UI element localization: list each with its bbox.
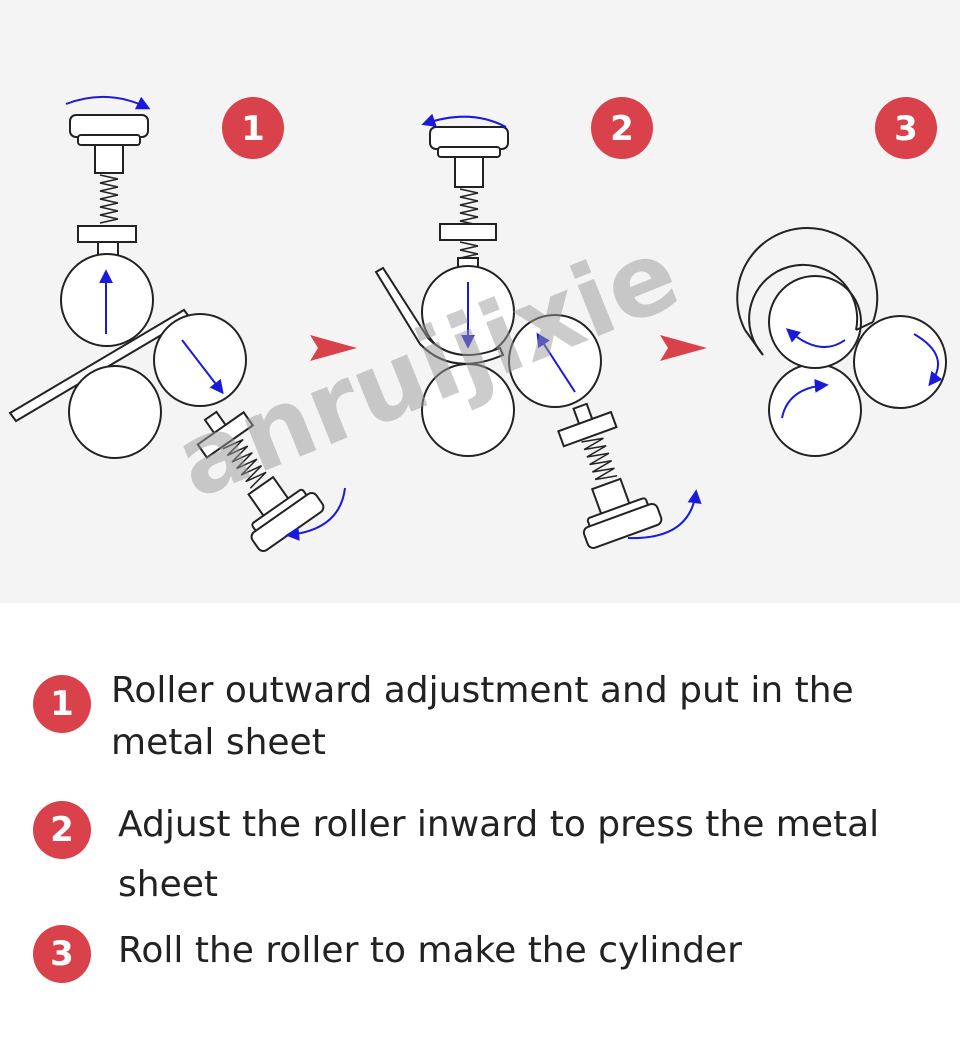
panel-3-arrows xyxy=(781,328,943,419)
rotation-arrow-side-2 xyxy=(627,489,702,540)
panel-2 xyxy=(374,126,663,549)
svg-text:2: 2 xyxy=(610,109,634,149)
top-stem-1 xyxy=(94,144,124,174)
step-text-3: Roll the roller to make the cylinder xyxy=(118,930,742,971)
step-number-3: 3 xyxy=(33,925,91,983)
lower-roller-1 xyxy=(68,365,162,459)
step-text-1: Roller outward adjustment and put in the… xyxy=(111,670,854,763)
svg-text:1: 1 xyxy=(241,109,265,149)
badge-1: 1 xyxy=(222,97,284,159)
top-spring-1 xyxy=(99,174,119,224)
rotation-arrow-side-3 xyxy=(913,333,943,387)
top-block-1 xyxy=(77,225,137,243)
badge-3: 3 xyxy=(875,97,937,159)
pull-arrow-2 xyxy=(536,332,576,393)
panel-3 xyxy=(736,227,947,457)
step-text-2: Adjust the roller inward to press the me… xyxy=(118,804,880,905)
badge-2: 2 xyxy=(591,97,653,159)
rotation-arrow-side-1 xyxy=(285,487,346,541)
step-number-1: 1 xyxy=(33,675,91,733)
diagram-canvas: 1 2 3 anruijixie xyxy=(8,95,947,553)
step-legend: 1 Roller outward adjustment and put in t… xyxy=(0,603,960,1046)
step-number-2: 2 xyxy=(33,801,91,859)
panel-1 xyxy=(8,114,325,553)
rotation-arrow-top-2 xyxy=(421,113,507,128)
rolling-diagram: 1 2 3 anruijixie xyxy=(0,0,960,603)
panel-2-arrows xyxy=(421,113,702,540)
rotation-arrow-lower-3 xyxy=(781,378,829,419)
cylinder-outer xyxy=(736,227,879,331)
top-knob-1 xyxy=(69,114,149,138)
panel-1-arrows xyxy=(65,95,346,541)
next-arrow-1 xyxy=(310,335,357,361)
rotation-arrow-upper-3 xyxy=(785,328,846,348)
next-arrow-2 xyxy=(660,335,707,361)
pull-arrow-1 xyxy=(181,339,224,395)
top-knob-base-1 xyxy=(77,134,141,146)
bent-sheet-2 xyxy=(374,266,505,365)
rotation-arrow-top-1 xyxy=(65,95,151,110)
cylinder-inner xyxy=(748,263,859,356)
svg-text:3: 3 xyxy=(894,109,918,149)
